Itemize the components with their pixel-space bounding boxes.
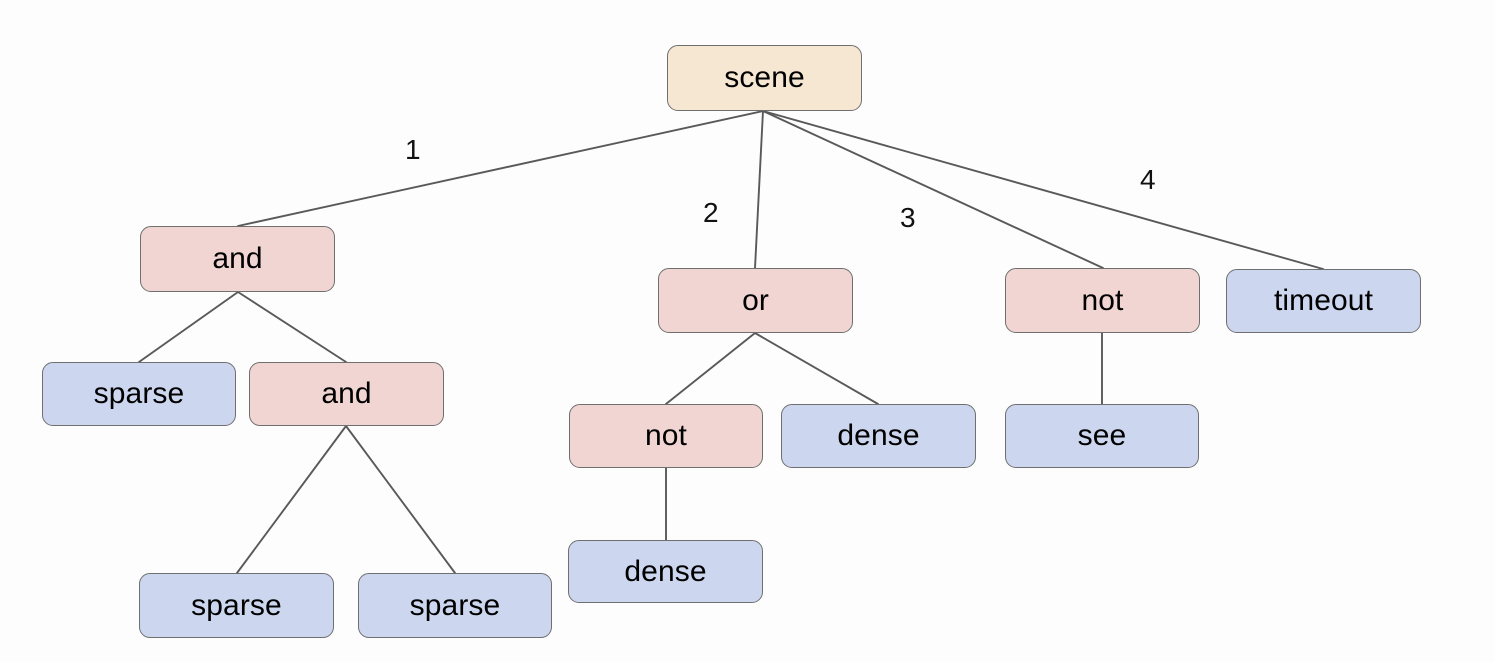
tree-node-label: sparse [191,588,282,622]
tree-node-label: not [644,419,687,452]
edge-and1-to-and2 [237,291,347,363]
tree-node-label: scene [724,61,805,94]
tree-node-or1[interactable]: or [658,268,853,333]
tree-node-label: timeout [1273,284,1374,317]
edge-label-4: 4 [1140,164,1156,195]
tree-node-scene[interactable]: scene [667,45,862,111]
tree-node-dense1[interactable]: dense [781,404,976,468]
tree-node-label: sparse [409,588,501,622]
edge-label-1: 1 [405,134,421,165]
edge-or1-to-not2 [665,332,756,405]
tree-node-label: sparse [93,377,185,410]
tree-node-label: dense [624,554,707,588]
edge-label-3: 3 [900,202,916,233]
edge-scene-to-or1 [754,110,764,269]
tree-node-and2[interactable]: and [249,362,444,426]
tree-node-and1[interactable]: and [140,226,335,292]
tree-node-timeout1[interactable]: timeout [1226,269,1421,333]
tree-node-not1[interactable]: not [1005,268,1200,333]
edge-and2-to-sparse2 [236,425,347,574]
tree-node-label: or [742,283,769,317]
edge-label-2: 2 [703,197,719,228]
tree-node-not2[interactable]: not [569,404,763,468]
tree-node-label: not [1081,283,1124,317]
tree-node-label: dense [837,419,920,452]
tree-node-label: and [212,242,263,275]
tree-node-sparse3[interactable]: sparse [358,573,552,638]
edge-and1-to-sparse1 [138,291,239,363]
edge-scene-to-and1 [237,110,764,227]
tree-node-sparse2[interactable]: sparse [139,573,334,638]
edge-or1-to-dense1 [754,332,879,405]
edge-scene-to-timeout1 [762,110,1324,270]
edge-scene-to-not1 [762,110,1104,269]
tree-node-sparse1[interactable]: sparse [42,362,236,426]
edge-and2-to-sparse3 [345,425,456,574]
tree-node-see1[interactable]: see [1005,404,1199,468]
tree-node-dense2[interactable]: dense [568,540,763,603]
tree-node-label: see [1077,419,1127,452]
tree-node-label: and [321,377,372,410]
